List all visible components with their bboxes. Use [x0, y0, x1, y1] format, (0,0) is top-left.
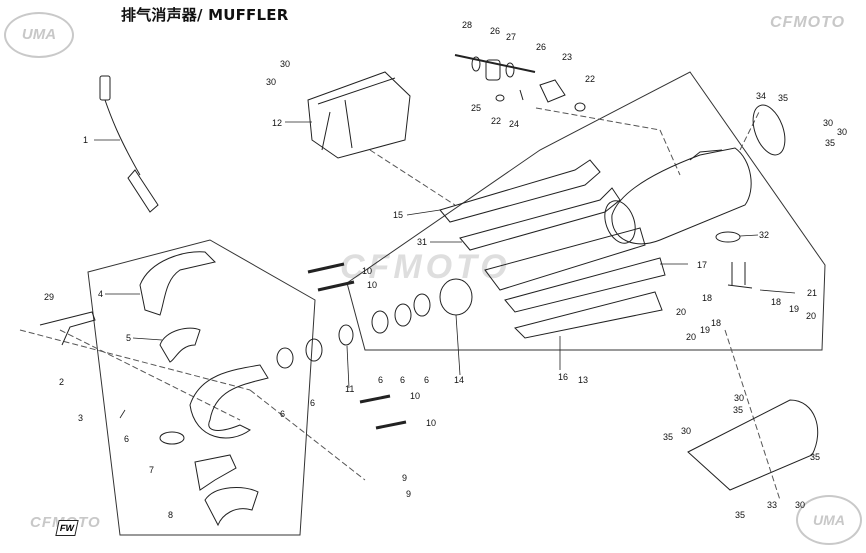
callout-4: 4 — [98, 289, 103, 299]
oxygen-sensor — [99, 75, 159, 213]
callout-2: 2 — [59, 377, 64, 387]
callout-27: 27 — [506, 32, 516, 42]
header-pipes — [139, 251, 269, 439]
leader-lines — [94, 121, 796, 419]
callout-22: 22 — [491, 116, 501, 126]
callout-18: 18 — [711, 318, 721, 328]
callout-1: 1 — [83, 135, 88, 145]
callout-10: 10 — [410, 391, 420, 401]
callout-20: 20 — [676, 307, 686, 317]
callout-5: 5 — [126, 333, 131, 343]
callout-34: 34 — [756, 91, 766, 101]
heat-guard-7 — [194, 454, 237, 491]
uma-logo-top-left: UMA — [4, 12, 74, 58]
callout-17: 17 — [697, 260, 707, 270]
callout-8: 8 — [168, 510, 173, 520]
callout-10: 10 — [362, 266, 372, 276]
callout-21: 21 — [807, 288, 817, 298]
callout-10: 10 — [426, 418, 436, 428]
callout-23: 23 — [562, 52, 572, 62]
cfmoto-logo-top-right: CFMOTO — [770, 14, 846, 31]
callout-30: 30 — [734, 393, 744, 403]
callout-30: 30 — [280, 59, 290, 69]
gaskets-and-clamps — [159, 278, 473, 445]
callout-26: 26 — [490, 26, 500, 36]
callout-15: 15 — [393, 210, 403, 220]
callout-35: 35 — [778, 93, 788, 103]
mounting-bracket — [39, 311, 96, 346]
callout-19: 19 — [700, 325, 710, 335]
tailpipe-tip — [727, 262, 753, 289]
callout-6: 6 — [280, 409, 285, 419]
page-title: 排气消声器/ MUFFLER — [121, 6, 289, 24]
callout-30: 30 — [266, 77, 276, 87]
springs — [307, 262, 407, 430]
callout-35: 35 — [735, 510, 745, 520]
callout-12: 12 — [272, 118, 282, 128]
callout-33: 33 — [767, 500, 777, 510]
callout-9: 9 — [406, 489, 411, 499]
callout-30: 30 — [823, 118, 833, 128]
callout-6: 6 — [424, 375, 429, 385]
rear-heat-guard — [687, 399, 819, 491]
callout-32: 32 — [759, 230, 769, 240]
muffler-body — [604, 147, 752, 245]
heat-guard-8 — [204, 487, 259, 527]
assembly-outline-13 — [346, 71, 826, 351]
uma-logo-bottom-right: UMA — [796, 495, 862, 545]
hardware-cluster — [454, 54, 586, 112]
flange-gasket — [715, 231, 741, 243]
rear-cap — [752, 104, 786, 156]
heat-shield-12 — [307, 71, 411, 159]
callout-35: 35 — [825, 138, 835, 148]
callout-30: 30 — [837, 127, 847, 137]
callout-labels: 28 26 27 26 23 22 25 22 24 30 30 12 1 34… — [44, 20, 847, 520]
callout-10: 10 — [367, 280, 377, 290]
callout-19: 19 — [789, 304, 799, 314]
callout-18: 18 — [771, 297, 781, 307]
callout-31: 31 — [417, 237, 427, 247]
callout-6: 6 — [400, 375, 405, 385]
callout-20: 20 — [806, 311, 816, 321]
callout-18: 18 — [702, 293, 712, 303]
callout-30: 30 — [795, 500, 805, 510]
callout-11: 11 — [345, 384, 354, 394]
callout-13: 13 — [578, 375, 588, 385]
callout-6: 6 — [310, 398, 315, 408]
assembly-outline-3 — [87, 239, 316, 536]
callout-16: 16 — [558, 372, 568, 382]
callout-30: 30 — [681, 426, 691, 436]
callout-28: 28 — [462, 20, 472, 30]
callout-35: 35 — [663, 432, 673, 442]
callout-7: 7 — [149, 465, 154, 475]
callout-35: 35 — [810, 452, 820, 462]
callout-29: 29 — [44, 292, 54, 302]
callout-26: 26 — [536, 42, 546, 52]
callout-24: 24 — [509, 119, 519, 129]
callout-3: 3 — [78, 413, 83, 423]
exhaust-pipes — [439, 159, 666, 339]
callout-35: 35 — [733, 405, 743, 415]
callout-6: 6 — [378, 375, 383, 385]
cfmoto-watermark: CFMOTO — [340, 248, 511, 286]
callout-22: 22 — [585, 74, 595, 84]
callout-9: 9 — [402, 473, 407, 483]
callout-14: 14 — [454, 375, 464, 385]
callout-20: 20 — [686, 332, 696, 342]
callout-6: 6 — [124, 434, 129, 444]
callout-25: 25 — [471, 103, 481, 113]
